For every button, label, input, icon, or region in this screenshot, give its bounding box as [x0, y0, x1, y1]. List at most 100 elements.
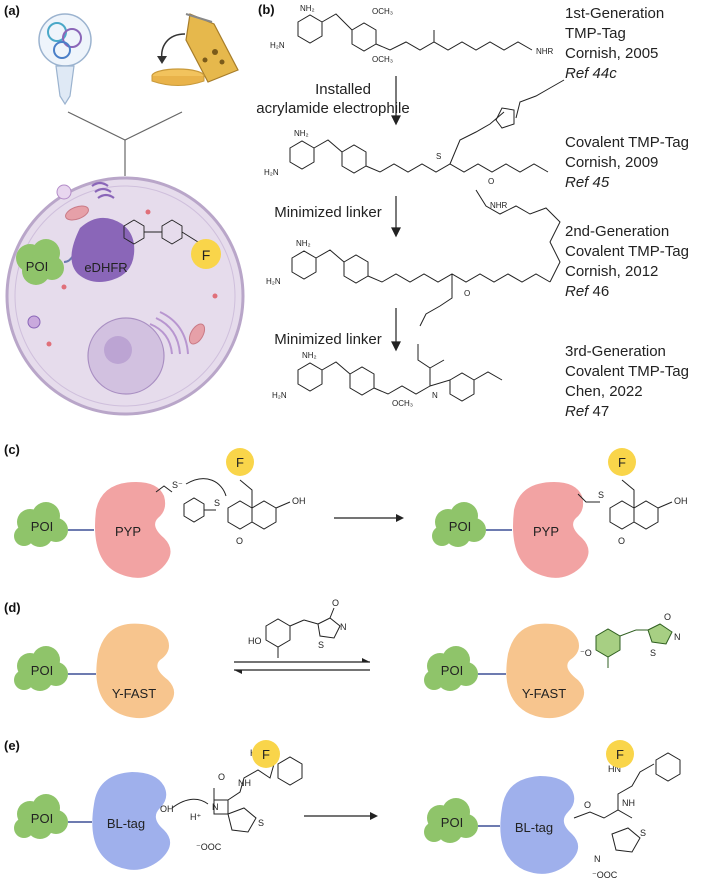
poi-blob	[14, 502, 68, 547]
gen2-subtitle: Covalent TMP-Tag	[565, 243, 689, 260]
panel-label-d: (d)	[4, 600, 21, 615]
edhfr-blob	[71, 217, 135, 282]
structure-gen3	[297, 344, 503, 402]
gen3-subtitle: Covalent TMP-Tag	[565, 363, 689, 380]
fluor-label-c: F	[236, 455, 244, 470]
step-label-linker2: Minimized linker	[274, 331, 382, 348]
vesicle-icon	[56, 184, 72, 200]
gen2-title: 2nd-Generation	[565, 223, 670, 240]
hbr-ligand	[265, 607, 341, 658]
gen2-ref: Ref 46	[565, 282, 689, 302]
poi-blob	[432, 502, 486, 547]
fluorophore-f	[191, 239, 221, 269]
ref-cov: Covalent TMP-Tag Cornish, 2009 Ref 45	[565, 133, 689, 193]
panel-d-illustration: POI Y-FAST HO O N S POI Y-FAST ⁻O O N S	[14, 598, 681, 719]
gen3-ref: Ref 47	[565, 402, 689, 422]
bltag-blob	[92, 772, 171, 870]
edhfr-label: eDHFR	[84, 260, 127, 275]
step-label-linker1: Minimized linker	[274, 204, 382, 221]
panel-label-b: (b)	[258, 2, 275, 17]
atom-o: O	[664, 612, 671, 622]
atom-nhr: NHR	[490, 201, 508, 210]
mitochondrion-icon	[65, 205, 206, 345]
atom-och3: OCH₃	[372, 7, 393, 16]
atom-och3: OCH₃	[392, 399, 413, 408]
fluor-label-e2: F	[616, 747, 624, 762]
gen2-ref-prefix: Ref	[565, 283, 589, 300]
ref-gen1: 1st-Generation TMP-Tag Cornish, 2005 Ref…	[565, 4, 664, 84]
pyp-label: PYP	[115, 524, 141, 539]
atom-nhr: NHR	[536, 47, 554, 56]
atom-s: S	[598, 490, 604, 500]
ref-gen3: 3rd-Generation Covalent TMP-Tag Chen, 20…	[565, 342, 689, 422]
atom-s: S	[258, 818, 264, 828]
atom-hn: HN	[608, 764, 621, 774]
attack-arrow	[185, 478, 227, 497]
atom-n: N	[340, 622, 347, 632]
fluor-label-e: F	[262, 747, 270, 762]
bltag-label: BL-tag	[107, 816, 145, 831]
atom-n: N	[594, 854, 601, 864]
atom-nh2: NH₂	[296, 239, 311, 248]
atom-nh2: NH₂	[294, 129, 309, 138]
fluor-label-a: F	[202, 247, 211, 263]
carboxylate: ⁻OOC	[592, 870, 618, 880]
poi-blob	[424, 646, 478, 691]
atom-o: O	[618, 536, 625, 546]
bltag-label-2: BL-tag	[515, 820, 553, 835]
poi-label-e: POI	[31, 811, 53, 826]
pyp-blob	[513, 482, 589, 578]
atom-h2n: H₂N	[266, 277, 281, 286]
atom-nh: NH	[622, 798, 635, 808]
h-plus: H⁺	[190, 812, 201, 822]
gen2-ref-num: 46	[588, 283, 610, 300]
panel-c-illustration: POI PYP S⁻ S OH O F POI PYP S OH O F	[14, 448, 688, 578]
poi-blob	[16, 239, 64, 285]
panel-label-a: (a)	[4, 3, 20, 18]
atom-s: S	[650, 648, 656, 658]
panel-label-c: (c)	[4, 442, 20, 457]
atom-s: S	[214, 498, 220, 508]
flask-icon	[185, 13, 239, 83]
yfast-blob	[96, 623, 175, 719]
atom-nh: NH	[238, 778, 251, 788]
fluorophore-f	[226, 448, 254, 476]
atom-ho: HO	[248, 636, 262, 646]
panel-b-structures: NH₂ H₂N OCH₃ OCH₃ NHR NH₂ H₂N S O NHR NH…	[264, 4, 565, 408]
gen1-author: Cornish, 2005	[565, 45, 659, 62]
atom-s: S	[318, 640, 324, 650]
atom-n: N	[212, 802, 219, 812]
fluorophore-f	[606, 740, 634, 768]
poi-blob	[14, 794, 68, 839]
atom-n: N	[674, 632, 681, 642]
panel-a-illustration: F POI eDHFR	[5, 13, 245, 416]
vesicle-icon	[27, 315, 41, 329]
attack-arrow	[171, 798, 209, 809]
panel-label-e: (e)	[4, 738, 20, 753]
petri-dish-icon	[151, 68, 205, 86]
structure-gen1	[297, 13, 533, 52]
poi-label-e2: POI	[441, 815, 463, 830]
atom-o-minus: ⁻O	[580, 648, 592, 658]
gen1-ref: Ref 44c	[565, 65, 617, 82]
step1-line1: Installed	[315, 81, 371, 98]
cov-title: Covalent TMP-Tag	[565, 134, 689, 151]
fluorophore-f	[608, 448, 636, 476]
atom-n: N	[432, 391, 438, 400]
gen3-ref-prefix: Ref	[565, 403, 589, 420]
nucleus	[87, 311, 189, 395]
atom-s: S	[436, 152, 441, 161]
poi-blob	[14, 646, 68, 691]
atom-o: O	[236, 536, 243, 546]
atom-oh: OH	[160, 804, 174, 814]
eppendorf-tube-icon	[55, 65, 75, 106]
atom-o: O	[584, 800, 591, 810]
bltag-blob	[500, 776, 579, 874]
ref-gen2: 2nd-Generation Covalent TMP-Tag Cornish,…	[565, 222, 689, 302]
gen1-subtitle: TMP-Tag	[565, 25, 626, 42]
cell-body	[5, 176, 245, 416]
atom-o: O	[464, 289, 470, 298]
bound-ligand	[595, 623, 673, 668]
step1-line2: acrylamide electrophile	[256, 100, 410, 117]
coumarin-reagent	[183, 479, 291, 530]
